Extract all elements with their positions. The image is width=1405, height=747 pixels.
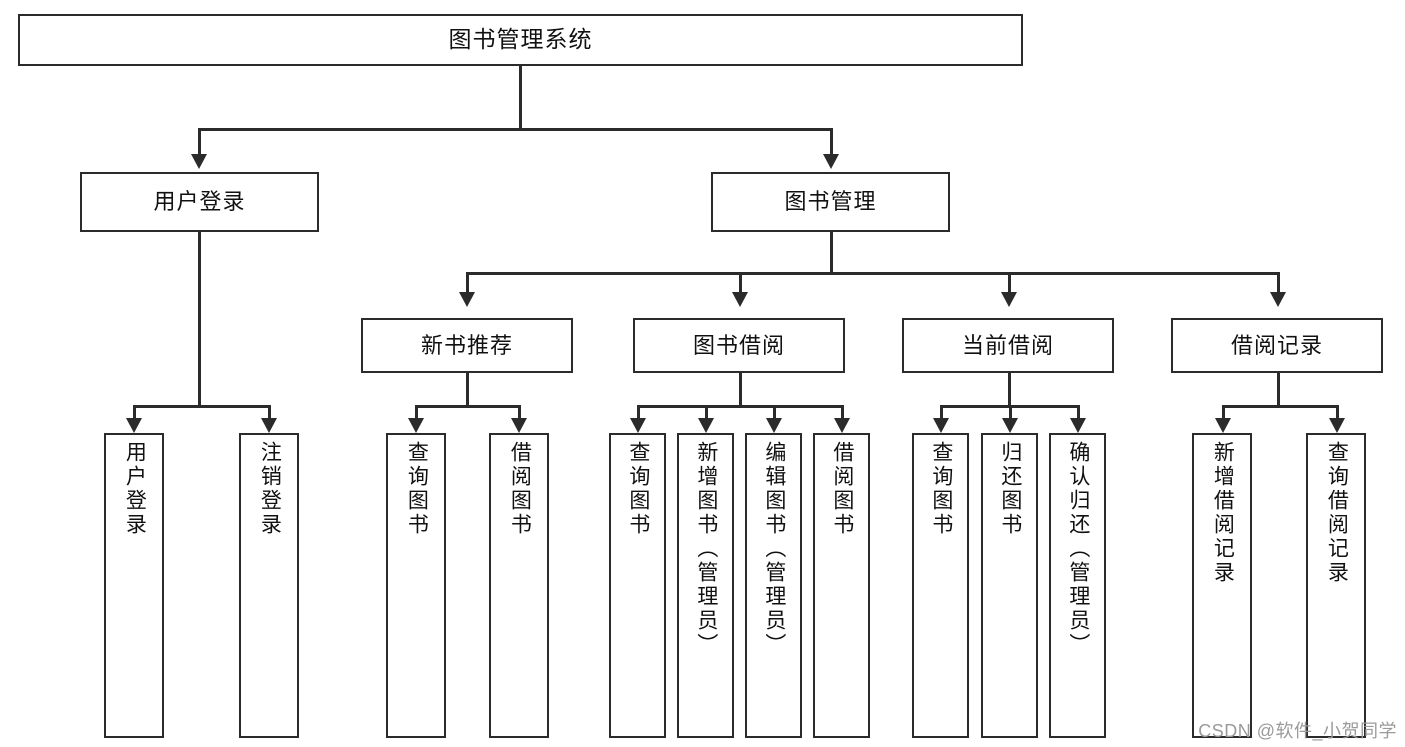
- edge-user-login-bus: [133, 405, 268, 408]
- edge-bb-drop-1: [637, 405, 640, 420]
- edge-root-stem: [519, 66, 522, 130]
- arrowhead-bb-leaf-4: [834, 418, 850, 433]
- leaf-bb-borrow-book[interactable]: 借阅图书: [813, 433, 870, 738]
- node-new-book-recommend[interactable]: 新书推荐: [361, 318, 573, 373]
- edge-br-bus: [1222, 405, 1336, 408]
- arrowhead-new-book-recommend: [459, 292, 475, 307]
- edge-book-manage-stem: [830, 232, 833, 274]
- leaf-nbr-query-book[interactable]: 查询图书: [386, 433, 446, 738]
- leaf-bb-query-book[interactable]: 查询图书: [609, 433, 666, 738]
- edge-nbr-stem: [466, 373, 469, 407]
- edge-bm-drop-2: [739, 272, 742, 294]
- arrowhead-cb-leaf-1: [933, 418, 949, 433]
- leaf-label: 查询借阅记录: [1325, 441, 1349, 585]
- edge-to-user-login: [198, 128, 201, 156]
- leaf-cb-return-book[interactable]: 归还图书: [981, 433, 1038, 738]
- node-label: 用户登录: [153, 189, 246, 215]
- edge-book-manage-bus: [466, 272, 1279, 275]
- node-borrow-record[interactable]: 借阅记录: [1171, 318, 1383, 373]
- node-user-login[interactable]: 用户登录: [80, 172, 319, 232]
- edge-bb-stem: [739, 373, 742, 407]
- leaf-logout[interactable]: 注销登录: [239, 433, 299, 738]
- node-label: 图书管理系统: [448, 26, 593, 53]
- arrowhead-bb-leaf-1: [630, 418, 646, 433]
- arrowhead-user-login: [191, 154, 207, 169]
- leaf-user-login[interactable]: 用户登录: [104, 433, 164, 738]
- edge-br-drop-1: [1222, 405, 1225, 420]
- arrowhead-bb-leaf-3: [766, 418, 782, 433]
- node-current-borrow[interactable]: 当前借阅: [902, 318, 1114, 373]
- edge-cb-drop-2: [1009, 405, 1012, 420]
- node-book-borrow[interactable]: 图书借阅: [633, 318, 845, 373]
- node-label: 图书管理: [784, 189, 877, 215]
- leaf-label: 确认归还（管理员）: [1066, 441, 1090, 657]
- arrowhead-current-borrow: [1001, 292, 1017, 307]
- leaf-label: 新增图书（管理员）: [694, 441, 718, 657]
- leaf-bb-edit-book-admin[interactable]: 编辑图书（管理员）: [745, 433, 802, 738]
- leaf-label: 查询图书: [405, 441, 429, 537]
- edge-user-login-drop-2: [268, 405, 271, 420]
- arrowhead-leaf-logout: [261, 418, 277, 433]
- edge-bb-drop-4: [841, 405, 844, 420]
- edge-to-book-manage: [830, 128, 833, 156]
- arrowhead-book-borrow: [732, 292, 748, 307]
- edge-cb-drop-3: [1077, 405, 1080, 420]
- leaf-label: 归还图书: [998, 441, 1022, 537]
- arrowhead-nbr-leaf-2: [511, 418, 527, 433]
- edge-br-stem: [1277, 373, 1280, 407]
- leaf-label: 借阅图书: [508, 441, 532, 537]
- leaf-label: 借阅图书: [830, 441, 854, 537]
- leaf-label: 用户登录: [123, 441, 147, 537]
- edge-root-bus: [198, 128, 832, 131]
- leaf-nbr-borrow-book[interactable]: 借阅图书: [489, 433, 549, 738]
- edge-bm-drop-1: [466, 272, 469, 294]
- leaf-label: 编辑图书（管理员）: [762, 441, 786, 657]
- edge-nbr-bus: [415, 405, 518, 408]
- watermark-text: CSDN @软件_小贺同学: [1198, 721, 1397, 741]
- arrowhead-br-leaf-2: [1329, 418, 1345, 433]
- arrowhead-cb-leaf-2: [1002, 418, 1018, 433]
- edge-nbr-drop-1: [415, 405, 418, 420]
- leaf-br-add-record[interactable]: 新增借阅记录: [1192, 433, 1252, 738]
- node-label: 新书推荐: [420, 332, 513, 358]
- edge-br-drop-2: [1336, 405, 1339, 420]
- leaf-label: 注销登录: [258, 441, 282, 537]
- edge-user-login-stem: [198, 232, 201, 407]
- leaf-cb-query-book[interactable]: 查询图书: [912, 433, 969, 738]
- edge-bb-bus: [637, 405, 842, 408]
- arrowhead-cb-leaf-3: [1070, 418, 1086, 433]
- arrowhead-nbr-leaf-1: [408, 418, 424, 433]
- edge-bm-drop-4: [1277, 272, 1280, 294]
- node-book-manage[interactable]: 图书管理: [711, 172, 950, 232]
- edge-cb-drop-1: [940, 405, 943, 420]
- arrowhead-book-manage: [823, 154, 839, 169]
- leaf-cb-confirm-return-admin[interactable]: 确认归还（管理员）: [1049, 433, 1106, 738]
- leaf-label: 查询图书: [626, 441, 650, 537]
- node-label: 图书借阅: [692, 332, 785, 358]
- arrowhead-borrow-record: [1270, 292, 1286, 307]
- arrowhead-bb-leaf-2: [698, 418, 714, 433]
- arrowhead-leaf-user-login: [126, 418, 142, 433]
- leaf-label: 查询图书: [929, 441, 953, 537]
- node-root-library-system[interactable]: 图书管理系统: [18, 14, 1023, 66]
- node-label: 当前借阅: [961, 332, 1054, 358]
- edge-bb-drop-3: [773, 405, 776, 420]
- edge-bb-drop-2: [705, 405, 708, 420]
- edge-bm-drop-3: [1008, 272, 1011, 294]
- leaf-bb-add-book-admin[interactable]: 新增图书（管理员）: [677, 433, 734, 738]
- node-label: 借阅记录: [1230, 332, 1323, 358]
- edge-cb-stem: [1008, 373, 1011, 407]
- leaf-label: 新增借阅记录: [1211, 441, 1235, 585]
- edge-nbr-drop-2: [518, 405, 521, 420]
- edge-user-login-drop-1: [133, 405, 136, 420]
- arrowhead-br-leaf-1: [1215, 418, 1231, 433]
- leaf-br-query-record[interactable]: 查询借阅记录: [1306, 433, 1366, 738]
